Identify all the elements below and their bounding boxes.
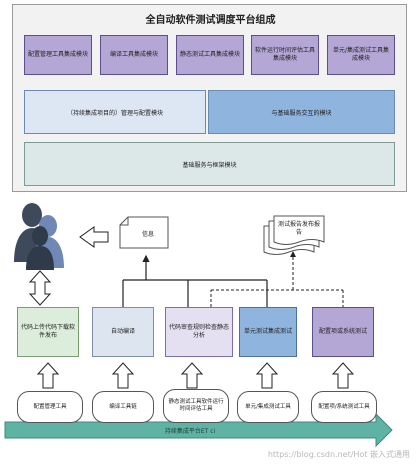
tool-unit-integration: 单元/集成测试工具	[237, 391, 299, 423]
document-icon	[119, 216, 169, 249]
module-unit-integration: 单元/集成测试工具集成模块	[327, 35, 395, 75]
report-connectors	[210, 251, 344, 307]
base-layer: 基础服务与框架模块	[24, 142, 395, 186]
module-static-test: 静态测试工具集成模块	[176, 35, 244, 75]
tool-system-test: 配置项/系统测试工具	[311, 391, 377, 423]
architecture-title: 全自动软件测试调度平台组成	[145, 14, 276, 26]
report-stack-icon	[263, 215, 325, 255]
tool-up-arrows	[36, 362, 355, 389]
watermark: https://blog.csdn.net/Hot 嵌入式通用	[267, 449, 410, 459]
double-arrow-users-upload	[28, 270, 52, 306]
module-compile: 编译工具集成模块	[100, 35, 168, 75]
tool-compile-chain: 编译工具链	[92, 391, 154, 423]
interface-layer: 与基础服务交互的模块	[208, 90, 395, 134]
tool-config-mgmt: 配置管理工具	[17, 391, 83, 423]
step-system-test: 配置项或系统测试	[312, 307, 374, 357]
step-unit-integration-test: 单元测试集成测试	[239, 307, 297, 357]
step-code-upload: 代码上传代码下载软件发布	[17, 307, 79, 357]
platform-label: 持续集成平台ET ci	[164, 427, 216, 435]
management-layer: （持续集成项目的）管理与配置模块	[24, 90, 206, 134]
step-code-review: 代码审查规则检查静态分析	[165, 307, 233, 357]
hollow-arrow-to-users	[79, 226, 109, 248]
architecture-panel: 全自动软件测试调度平台组成 配置管理工具集成模块 编译工具集成模块 静态测试工具…	[12, 4, 407, 192]
info-connectors	[122, 254, 268, 307]
module-runtime-eval: 软件运行时间评估工具集成模块	[251, 35, 319, 75]
info-label: 信息	[141, 230, 154, 238]
report-label: 测试报告发布报告	[277, 221, 320, 236]
step-auto-compile: 自动编译	[92, 307, 154, 357]
tool-static-test: 静态测试工具软件运行时间评估工具	[163, 389, 229, 423]
users-icon	[14, 203, 64, 270]
module-config-mgmt: 配置管理工具集成模块	[24, 35, 92, 75]
